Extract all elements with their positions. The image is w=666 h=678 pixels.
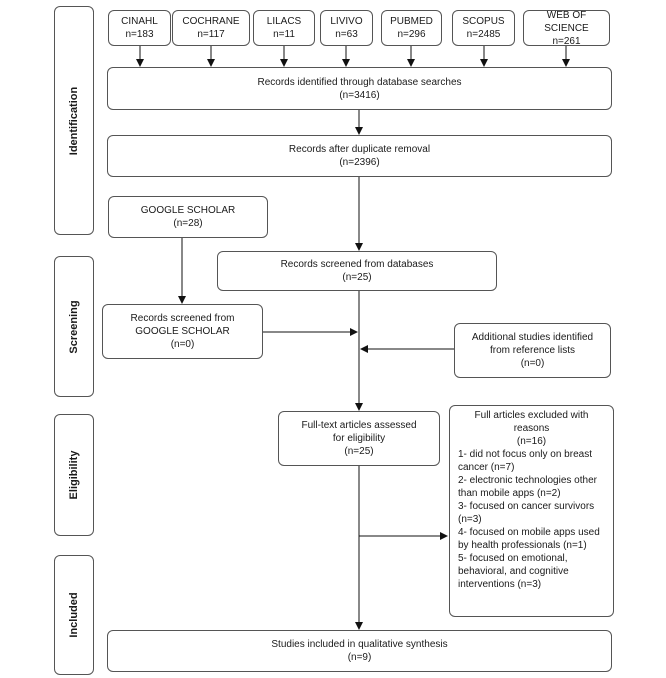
db-box-cochrane: COCHRANE n=117 [172,10,250,46]
records-after-dedup-label: Records after duplicate removal [288,144,431,155]
db-box-scopus: SCOPUS n=2485 [452,10,515,46]
records-after-dedup-count: (n=2396) [339,157,380,168]
fulltext-assessed-count: (n=25) [344,446,374,457]
db-name: LIVIVO [330,16,363,27]
screened-db-count: (n=25) [342,272,372,283]
stage-screening: Screening [54,256,94,397]
db-name: WEB OF SCIENCE [544,9,589,34]
db-count: n=11 [273,29,295,40]
exclusion-reason: behavioral, and cognitive [458,566,569,577]
exclusion-reason: by health professionals (n=1) [458,540,587,551]
additional-studies-box: Additional studies identified from refer… [454,323,611,378]
db-box-cinahl: CINAHL n=183 [108,10,171,46]
db-count: n=2485 [466,29,501,40]
google-scholar-box: GOOGLE SCHOLAR (n=28) [108,196,268,238]
additional-studies-label: Additional studies identified [471,332,594,343]
excluded-label-2: reasons [513,423,550,434]
exclusion-reason: 5- focused on emotional, [458,553,568,564]
db-box-web-of-science: WEB OF SCIENCE n=261 [523,9,610,47]
stage-eligibility: Eligibility [54,414,94,536]
db-box-pubmed: PUBMED n=296 [381,10,442,46]
excluded-count: (n=16) [516,436,547,447]
records-identified-count: (n=3416) [339,89,380,101]
exclusion-reason: 3- focused on cancer survivors [458,501,595,512]
studies-included-count: (n=9) [347,652,372,663]
screened-db-box: Records screened from databases (n=25) [217,251,497,291]
exclusion-reason: 1- did not focus only on breast [458,449,592,460]
exclusion-reason: interventions (n=3) [458,579,542,590]
records-identified-box: Records identified through database sear… [107,67,612,110]
screened-google-count: (n=0) [170,339,195,350]
exclusion-reason: 4- focused on mobile apps used [458,527,600,538]
db-name: CINAHL [121,16,158,27]
excluded-articles-box: Full articles excluded with reasons (n=1… [449,405,614,617]
screened-db-label: Records screened from databases [280,259,434,270]
screened-google-label: Records screened from [130,313,235,324]
db-count: n=117 [197,29,225,40]
google-scholar-label: GOOGLE SCHOLAR [140,205,236,216]
google-scholar-count: (n=28) [173,218,203,229]
studies-included-box: Studies included in qualitative synthesi… [107,630,612,672]
records-after-dedup-box: Records after duplicate removal (n=2396) [107,135,612,177]
screened-google-source: GOOGLE SCHOLAR [135,326,230,337]
db-count: n=296 [397,29,426,40]
db-name: SCOPUS [462,16,505,27]
db-box-livivo: LIVIVO n=63 [320,10,373,46]
excluded-label: Full articles excluded with [474,410,589,421]
exclusion-reason: (n=3) [458,514,482,525]
db-box-lilacs: LILACS n=11 [253,10,315,46]
db-count: n=63 [335,29,358,40]
stage-identification: Identification [54,6,94,235]
db-name: COCHRANE [182,16,240,27]
db-name: PUBMED [390,16,433,27]
exclusion-reason: than mobile apps (n=2) [458,488,561,499]
db-name: LILACS [266,16,302,27]
exclusion-reason: cancer (n=7) [458,462,515,473]
records-identified-label: Records identified through database sear… [257,76,462,88]
fulltext-assessed-label-2: for eligibility [332,433,386,444]
additional-studies-count: (n=0) [520,358,545,369]
studies-included-label: Studies included in qualitative synthesi… [271,639,448,650]
stage-included: Included [54,555,94,675]
db-count: n=261 [552,35,581,47]
additional-studies-source: from reference lists [489,345,576,356]
screened-google-box: Records screened from GOOGLE SCHOLAR (n=… [102,304,263,359]
db-count: n=183 [125,29,154,40]
fulltext-assessed-label: Full-text articles assessed [301,420,417,431]
exclusion-reason: 2- electronic technologies other [458,475,597,486]
fulltext-assessed-box: Full-text articles assessed for eligibil… [278,411,440,466]
